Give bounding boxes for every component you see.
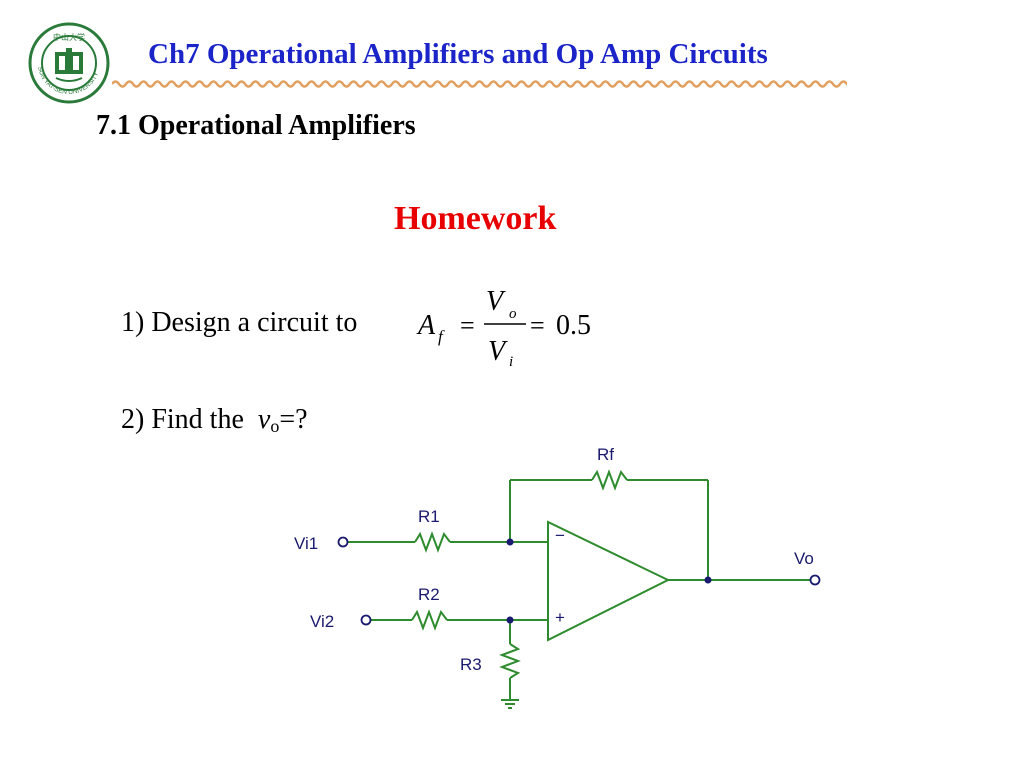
rf-resistor bbox=[591, 469, 628, 491]
question-2-var: v bbox=[257, 404, 271, 435]
vi2-terminal bbox=[360, 614, 372, 626]
r3-resistor bbox=[499, 643, 521, 679]
noninverting-input-sign: + bbox=[555, 608, 565, 627]
title-divider-wave bbox=[112, 80, 847, 88]
eq-equals-1: = bbox=[460, 311, 475, 340]
homework-heading: Homework bbox=[394, 200, 557, 237]
slide-title: Ch7 Operational Amplifiers and Op Amp Ci… bbox=[148, 38, 768, 70]
r3-label: R3 bbox=[460, 655, 482, 674]
junction-node-output bbox=[704, 576, 712, 584]
logo-text: 中山大学 bbox=[53, 32, 85, 42]
r1-label: R1 bbox=[418, 507, 440, 526]
r2-label: R2 bbox=[418, 585, 440, 604]
eq-value: 0.5 bbox=[556, 310, 591, 341]
vo-label: Vo bbox=[794, 549, 814, 568]
vi1-terminal bbox=[337, 536, 349, 548]
r1-resistor bbox=[414, 531, 451, 553]
eq-numerator-sub: o bbox=[509, 306, 517, 322]
junction-node-plus bbox=[506, 616, 514, 624]
eq-numerator: V bbox=[486, 286, 506, 317]
r2-resistor bbox=[411, 609, 448, 631]
question-2-text: 2) Find the bbox=[121, 404, 244, 435]
section-heading: 7.1 Operational Amplifiers bbox=[96, 110, 416, 141]
inverting-input-sign: − bbox=[555, 526, 565, 545]
junction-node-minus bbox=[506, 538, 514, 546]
eq-lhs: A bbox=[416, 310, 436, 341]
university-logo: SUN YAT-SEN UNIVERSITY 中山大学 bbox=[28, 22, 110, 104]
question-2-var-sub: o bbox=[270, 416, 280, 436]
gain-equation: A f = V o V i = 0.5 bbox=[416, 286, 591, 370]
op-amp-symbol bbox=[547, 520, 671, 642]
eq-lhs-sub: f bbox=[438, 327, 445, 346]
rf-label: Rf bbox=[597, 445, 614, 464]
question-2: 2) Find the vo=? bbox=[121, 404, 308, 437]
op-amp-circuit-diagram: Rf R1 R2 R3 Vi1 Vi2 Vo − + bbox=[294, 445, 821, 709]
eq-denominator: V bbox=[488, 336, 508, 367]
vo-terminal bbox=[809, 574, 821, 586]
vi2-label: Vi2 bbox=[310, 612, 334, 631]
question-1-text: 1) Design a circuit to bbox=[121, 307, 358, 338]
question-2-suffix: =? bbox=[279, 404, 308, 435]
vi1-label: Vi1 bbox=[294, 534, 318, 553]
eq-denominator-sub: i bbox=[509, 354, 513, 370]
eq-equals-2: = bbox=[530, 311, 545, 340]
